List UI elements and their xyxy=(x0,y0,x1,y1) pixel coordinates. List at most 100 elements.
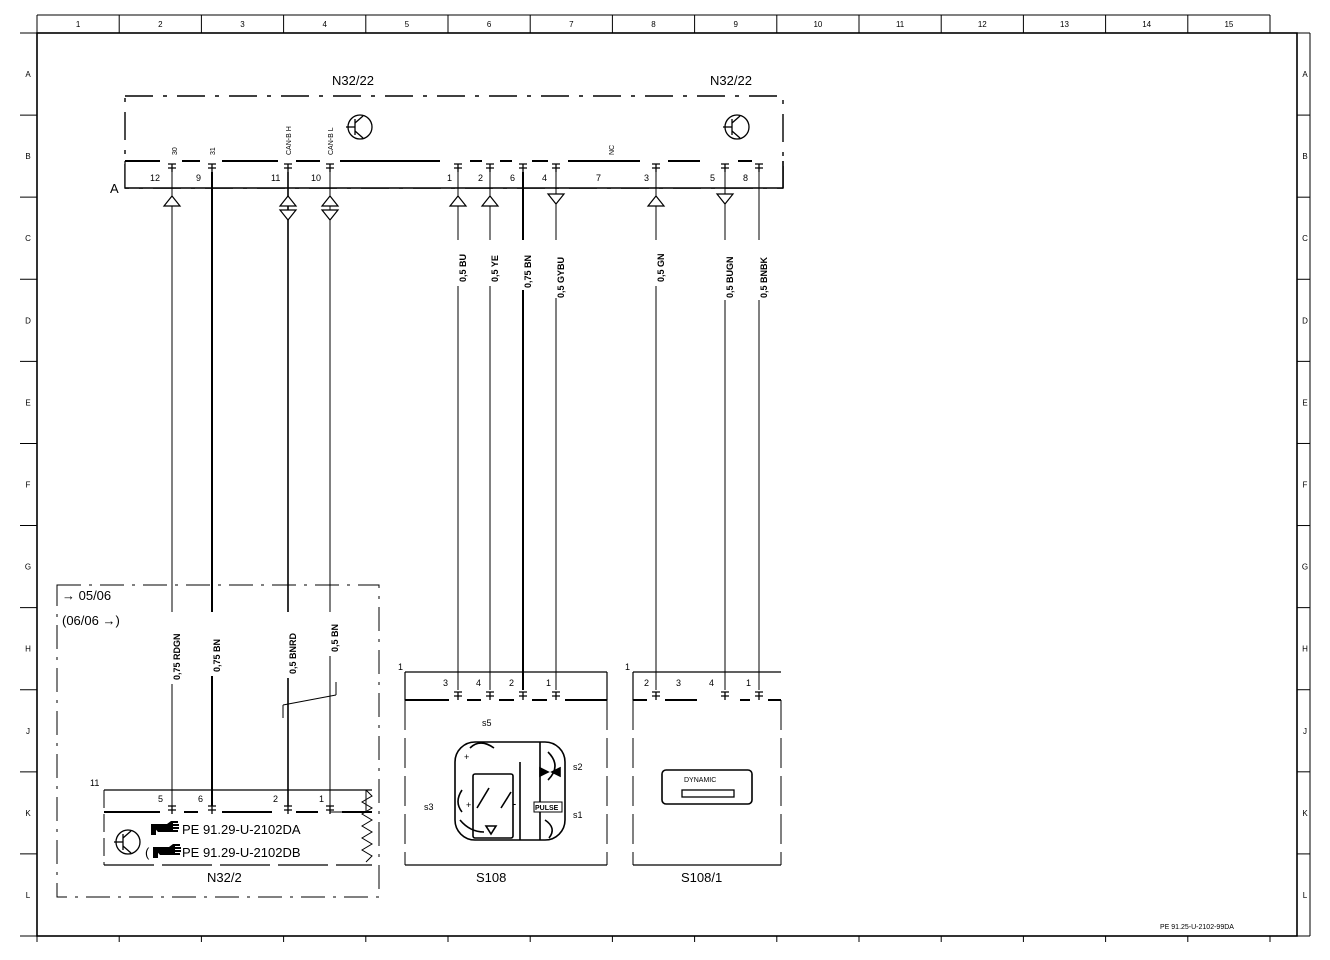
frame-column-label: 8 xyxy=(651,20,656,29)
frame-row-label: J xyxy=(26,727,30,736)
minus-sign: - xyxy=(512,796,516,811)
wire-label: 0,5 BU xyxy=(458,254,468,282)
frame-row-label: K xyxy=(1302,809,1308,818)
transistor-icon xyxy=(346,114,373,140)
reference-da: PE 91.29-U-2102DA xyxy=(182,822,301,837)
pin-number: 2 xyxy=(644,678,649,688)
pin-number: 9 xyxy=(196,173,201,183)
arrow-down-icon xyxy=(320,209,340,221)
frame-column-label: 9 xyxy=(733,20,738,29)
switch-s5: s5 xyxy=(482,718,492,728)
hand-pointer-icon xyxy=(151,821,179,835)
frame-column-label: 6 xyxy=(487,20,492,29)
pin-number: 3 xyxy=(443,678,448,688)
pin-number: 3 xyxy=(676,678,681,688)
dynamic-label: DYNAMIC xyxy=(684,777,716,784)
frame-column-label: 11 xyxy=(896,20,905,29)
wire-label: 0,5 BN xyxy=(330,624,340,652)
plus-sign: + xyxy=(466,800,471,810)
wire-label: 0,5 BUGN xyxy=(725,256,735,298)
frame-column-label: 10 xyxy=(813,20,822,29)
frame-row-label: D xyxy=(25,316,31,325)
wire-label: 0,5 BNBK xyxy=(759,256,769,298)
pin-number: 6 xyxy=(198,794,203,804)
pin-number: 2 xyxy=(509,678,514,688)
pin-name-can-b-h: CAN-B H xyxy=(286,126,293,155)
frame-row-ticks xyxy=(20,32,1310,937)
frame-row-label: A xyxy=(25,70,31,79)
pin-number: 5 xyxy=(710,173,715,183)
frame-column-label: 12 xyxy=(978,20,987,29)
frame-row-label: C xyxy=(25,234,31,243)
reference-db: PE 91.29-U-2102DB xyxy=(182,845,301,860)
pin-number: 4 xyxy=(476,678,481,688)
switch-s2: s2 xyxy=(573,762,583,772)
wire-label: 0,5 YE xyxy=(490,255,500,282)
frame-row-label: E xyxy=(1302,398,1307,407)
wire-label: 0,5 BNRD xyxy=(288,632,298,674)
frame-row-label: H xyxy=(25,645,31,654)
wire-label: 0,5 GYBU xyxy=(556,257,566,298)
frame-row-label: L xyxy=(26,891,31,900)
frame-row-label: F xyxy=(1303,481,1308,490)
n32-2-module: → 05/06 (06/06 →) 11 5 6 2 1 xyxy=(56,584,380,898)
pin-number: 2 xyxy=(478,173,483,183)
frame-row-label: H xyxy=(1302,645,1308,654)
wire-label: 0,5 GN xyxy=(656,253,666,282)
switch-s1: s1 xyxy=(573,810,583,820)
arrow-up-icon xyxy=(320,195,340,207)
s108-1-terminals xyxy=(652,691,763,700)
hand-pointer-icon xyxy=(153,844,181,858)
pin-number: 4 xyxy=(542,173,547,183)
frame-row-label: B xyxy=(25,152,30,161)
s108-terminals xyxy=(454,691,560,700)
switch-s3: s3 xyxy=(424,802,434,812)
validity-until: → 05/06 xyxy=(62,588,111,603)
dynamic-button: DYNAMIC xyxy=(661,769,753,805)
frame-column-label: 15 xyxy=(1224,20,1233,29)
pulse-label: PULSE xyxy=(535,805,559,812)
arrow-up-icon xyxy=(162,195,182,207)
frame-row-label: A xyxy=(1302,70,1308,79)
frame-row-label: D xyxy=(1302,316,1308,325)
n32-2-connector-label: 11 xyxy=(90,778,99,788)
pin-name-30: 30 xyxy=(172,147,179,155)
transistor-icon xyxy=(114,829,141,855)
pin-number: 2 xyxy=(273,794,278,804)
frame-row-label: B xyxy=(1302,152,1307,161)
pin-number: 1 xyxy=(746,678,751,688)
reference-prefix: ( xyxy=(145,845,150,860)
pin-number: 10 xyxy=(311,173,321,183)
transistor-icon xyxy=(723,114,750,140)
frame-column-label: 13 xyxy=(1060,20,1069,29)
arrow-up-icon xyxy=(480,195,500,207)
frame-column-label: 5 xyxy=(405,20,410,29)
n32-22-label-left: N32/22 xyxy=(332,73,374,88)
wire-labels: 0,5 BU 0,5 YE 0,75 BN 0,5 GYBU 0,5 GN 0,… xyxy=(166,240,769,684)
frame-row-label: F xyxy=(26,481,31,490)
frame-column-label: 4 xyxy=(322,20,327,29)
pin-number: 1 xyxy=(319,794,324,804)
pin-number: 6 xyxy=(510,173,515,183)
s108-1-switch: 1 2 3 4 1 S108/1 DYNAMIC xyxy=(625,662,782,885)
arrow-down-icon xyxy=(278,209,298,221)
arrow-down-icon xyxy=(715,193,735,205)
arrow-down-icon xyxy=(546,193,566,205)
s108-switch: 1 3 4 2 1 S108 xyxy=(398,662,608,885)
pin-number: 7 xyxy=(596,173,601,183)
arrow-up-icon xyxy=(646,195,666,207)
pin-number: 8 xyxy=(743,173,748,183)
frame-row-label: G xyxy=(1302,563,1308,572)
plus-sign: + xyxy=(464,752,469,762)
pin-name-31: 31 xyxy=(210,147,217,155)
wire-label: 0,75 BN xyxy=(212,639,222,672)
pin-number: 11 xyxy=(271,173,280,183)
s108-connector-label: 1 xyxy=(398,662,403,672)
wire-label: 0,75 BN xyxy=(523,255,533,288)
pin-number: 4 xyxy=(709,678,714,688)
frame-row-label: K xyxy=(25,809,31,818)
pin-name-nc: NC xyxy=(609,145,616,155)
